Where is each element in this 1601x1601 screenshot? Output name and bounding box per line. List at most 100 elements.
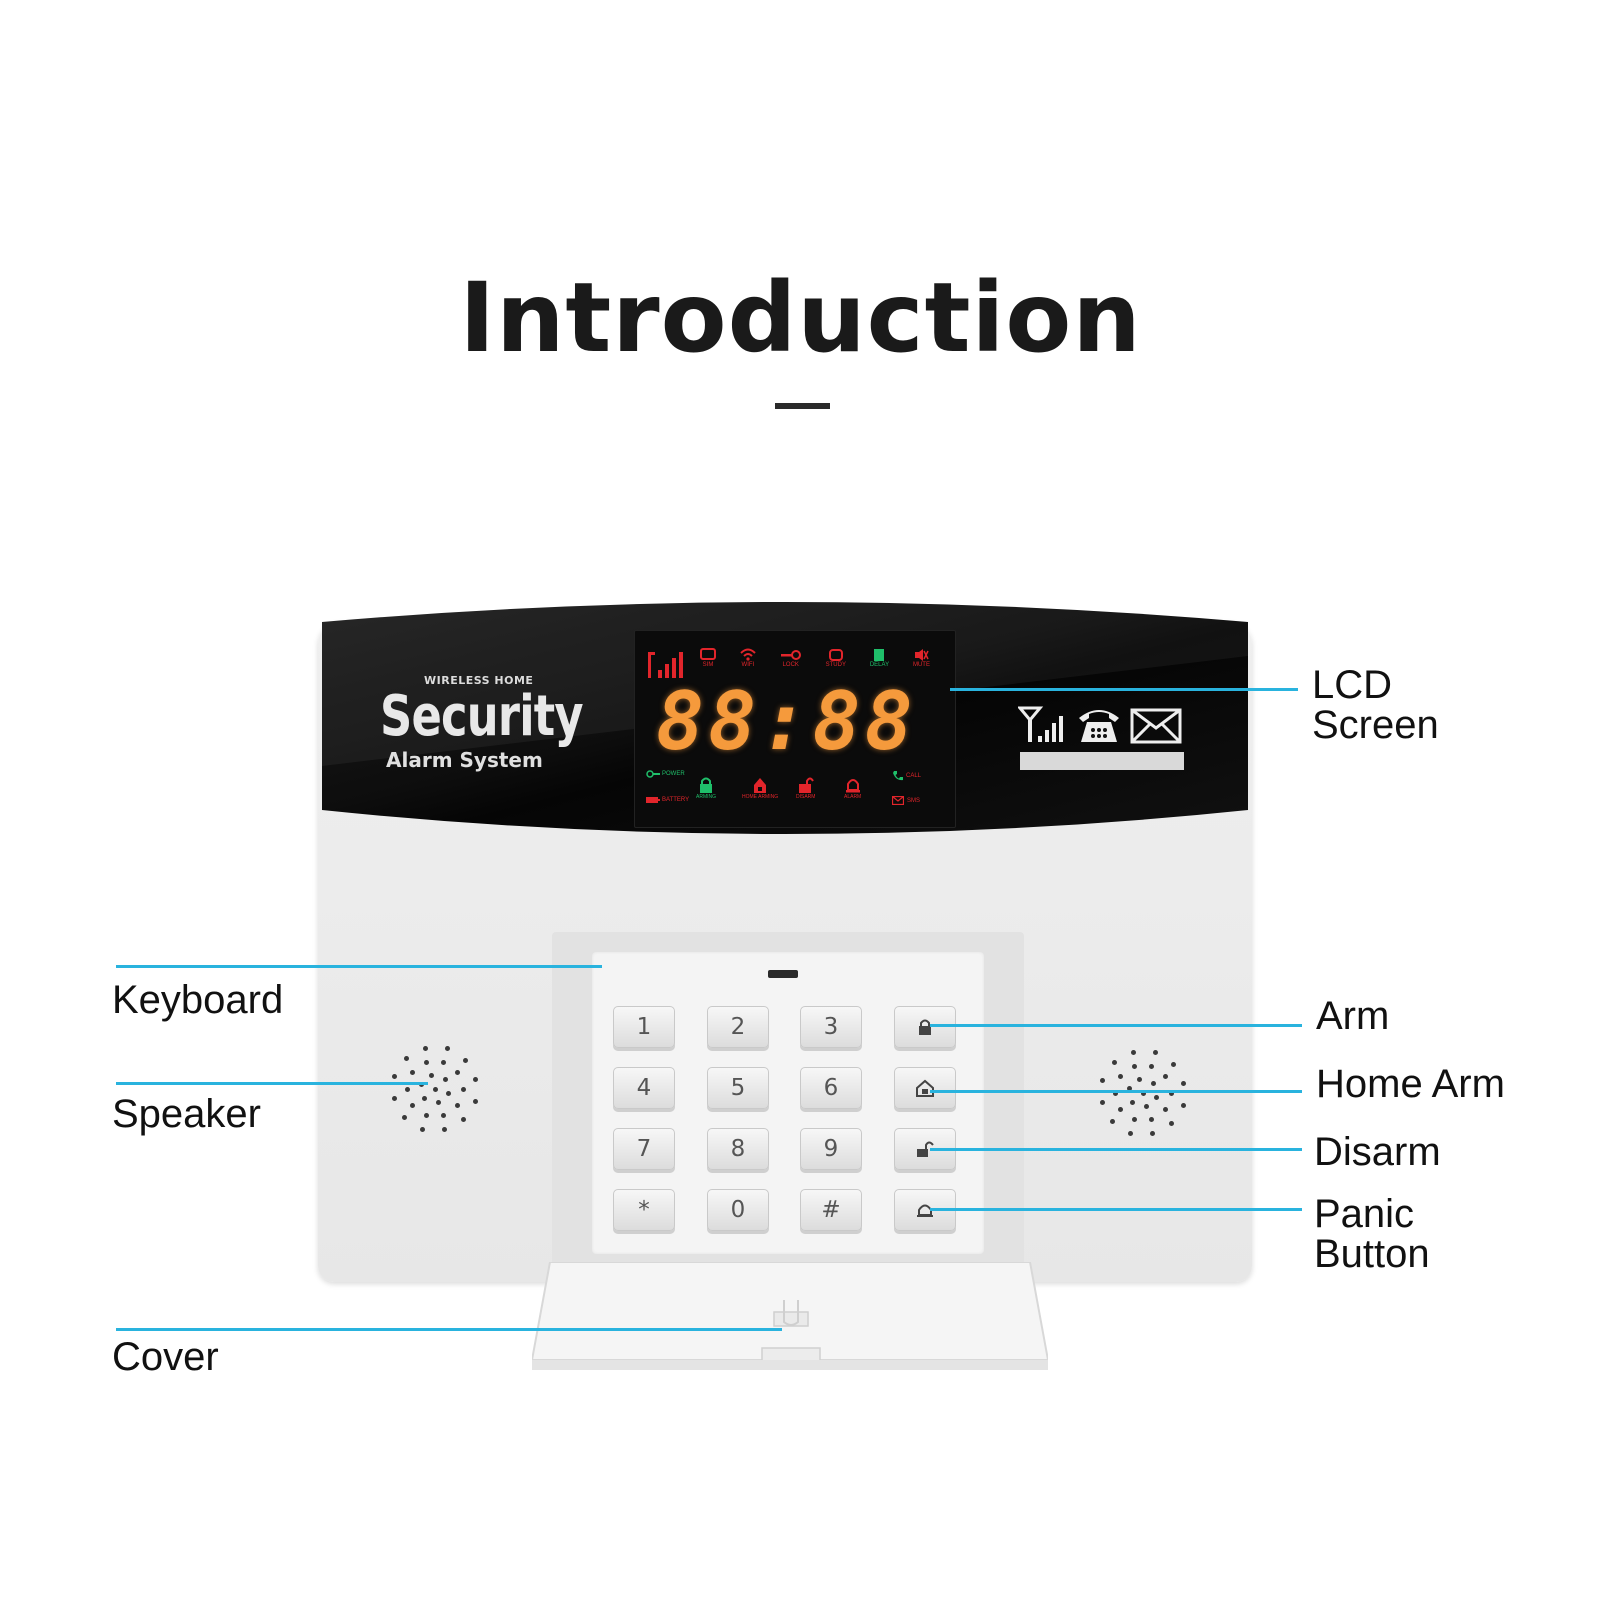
lcd-label: WIFI bbox=[741, 662, 755, 668]
speaker-hole bbox=[1117, 1106, 1123, 1112]
key-0[interactable]: 0 bbox=[707, 1189, 769, 1231]
brand-tagline: WIRELESS HOME bbox=[424, 674, 534, 687]
callout-line-panic bbox=[930, 1208, 1302, 1211]
key-1[interactable]: 1 bbox=[613, 1006, 675, 1048]
label-panic-line1: Panic bbox=[1314, 1192, 1415, 1236]
label-panic-line2: Button bbox=[1314, 1232, 1430, 1276]
lcd-label: DELAY bbox=[869, 662, 890, 668]
lcd-label: SMS bbox=[907, 797, 921, 804]
speaker-hole bbox=[435, 1100, 441, 1106]
speaker-hole bbox=[409, 1102, 415, 1108]
speaker-hole bbox=[391, 1095, 397, 1101]
key-3[interactable]: 3 bbox=[800, 1006, 862, 1048]
speaker-hole bbox=[461, 1117, 467, 1123]
lock-icon bbox=[700, 777, 712, 793]
home-lock-icon bbox=[916, 1079, 934, 1097]
speaker-hole bbox=[1149, 1131, 1155, 1137]
key-star[interactable]: * bbox=[613, 1189, 675, 1231]
lcd-status-call: CALL bbox=[892, 770, 921, 782]
speaker-hole bbox=[420, 1126, 426, 1132]
lcd-status-sms: SMS bbox=[892, 796, 920, 805]
label-lcd-line2: Screen bbox=[1312, 703, 1439, 747]
speaker-hole bbox=[423, 1059, 429, 1065]
home-icon bbox=[754, 778, 767, 793]
unlock-icon bbox=[798, 777, 814, 793]
key-hash[interactable]: # bbox=[800, 1189, 862, 1231]
key-6[interactable]: 6 bbox=[800, 1067, 862, 1109]
wifi-icon bbox=[740, 648, 756, 661]
speaker-hole bbox=[1130, 1100, 1136, 1105]
speaker-hole bbox=[1127, 1086, 1133, 1092]
speaker-hole bbox=[1171, 1061, 1177, 1067]
left-speaker-grille bbox=[380, 1034, 490, 1144]
home-arm-button[interactable] bbox=[894, 1067, 956, 1109]
lcd-label: ARMING bbox=[696, 794, 716, 800]
label-speaker: Speaker bbox=[112, 1092, 261, 1136]
speaker-hole bbox=[463, 1057, 469, 1063]
lcd-label: STUDY bbox=[825, 662, 846, 668]
lcd-status-sim: SIM bbox=[700, 648, 716, 688]
panel-display-strip bbox=[1020, 752, 1184, 770]
key-9[interactable]: 9 bbox=[800, 1128, 862, 1170]
speaker-hole bbox=[1149, 1063, 1155, 1069]
lcd-label: POWER bbox=[662, 771, 685, 777]
mute-icon bbox=[915, 649, 930, 661]
key-icon bbox=[780, 650, 801, 660]
key-8[interactable]: 8 bbox=[707, 1128, 769, 1170]
lcd-screen bbox=[634, 630, 956, 828]
signal-bars-icon bbox=[648, 652, 683, 678]
power-plug-icon bbox=[646, 770, 660, 778]
lcd-label: SIM bbox=[702, 662, 714, 668]
speaker-hole bbox=[455, 1070, 461, 1076]
speaker-hole bbox=[1163, 1106, 1169, 1112]
label-arm: Arm bbox=[1316, 994, 1390, 1038]
speaker-hole bbox=[441, 1127, 447, 1133]
lcd-label: LOCK bbox=[782, 662, 799, 668]
speaker-hole bbox=[1137, 1076, 1143, 1082]
right-speaker-grille bbox=[1088, 1038, 1198, 1148]
arm-button[interactable] bbox=[894, 1006, 956, 1048]
speaker-hole bbox=[403, 1055, 409, 1061]
label-cover: Cover bbox=[112, 1335, 219, 1379]
speaker-hole bbox=[1168, 1090, 1174, 1096]
callout-line-arm bbox=[930, 1024, 1302, 1027]
lcd-status-disarm: DISARM bbox=[796, 776, 815, 800]
key-7[interactable]: 7 bbox=[613, 1128, 675, 1170]
speaker-hole bbox=[423, 1045, 429, 1051]
lcd-status-alarm: ALARM bbox=[844, 776, 861, 800]
telephone-icon bbox=[1079, 710, 1119, 742]
speaker-hole bbox=[432, 1086, 438, 1092]
speaker-hole bbox=[444, 1046, 450, 1052]
lcd-status-bottom: POWER BATTERY ARMING HOME ARMING DISARM … bbox=[646, 770, 938, 816]
speaker-hole bbox=[1131, 1063, 1137, 1069]
lcd-status-home-arming: HOME ARMING bbox=[742, 776, 778, 800]
lcd-digits: 88:88 bbox=[656, 675, 917, 768]
speaker-hole bbox=[1181, 1081, 1187, 1087]
speaker-hole bbox=[1153, 1094, 1159, 1100]
callout-line-speaker bbox=[116, 1082, 428, 1085]
key-2[interactable]: 2 bbox=[707, 1006, 769, 1048]
speaker-hole bbox=[1149, 1117, 1155, 1123]
lcd-label: MUTE bbox=[912, 662, 930, 668]
label-lcd-line1: LCD bbox=[1312, 663, 1393, 707]
lock-icon bbox=[919, 1019, 931, 1035]
key-5[interactable]: 5 bbox=[707, 1067, 769, 1109]
lcd-status-battery: BATTERY bbox=[646, 796, 689, 804]
speaker-hole bbox=[1131, 1117, 1137, 1123]
lcd-status-mute: MUTE bbox=[913, 648, 930, 688]
speaker-hole bbox=[1169, 1121, 1175, 1127]
bell-icon bbox=[845, 779, 860, 793]
battery-icon bbox=[646, 797, 660, 803]
study-icon bbox=[828, 649, 843, 661]
lcd-status-power: POWER bbox=[646, 770, 685, 778]
lcd-label: ALARM bbox=[844, 794, 862, 800]
lcd-status-lock: LOCK bbox=[780, 648, 802, 688]
speaker-hole bbox=[1109, 1119, 1115, 1125]
key-4[interactable]: 4 bbox=[613, 1067, 675, 1109]
message-icon bbox=[892, 796, 904, 805]
keypad-cover[interactable] bbox=[532, 1262, 1048, 1374]
lcd-status-delay: DELAY bbox=[870, 648, 889, 688]
brand-sub: Alarm System bbox=[386, 748, 543, 772]
lcd-status-study: STUDY bbox=[826, 648, 846, 688]
speaker-hole bbox=[1180, 1102, 1186, 1108]
